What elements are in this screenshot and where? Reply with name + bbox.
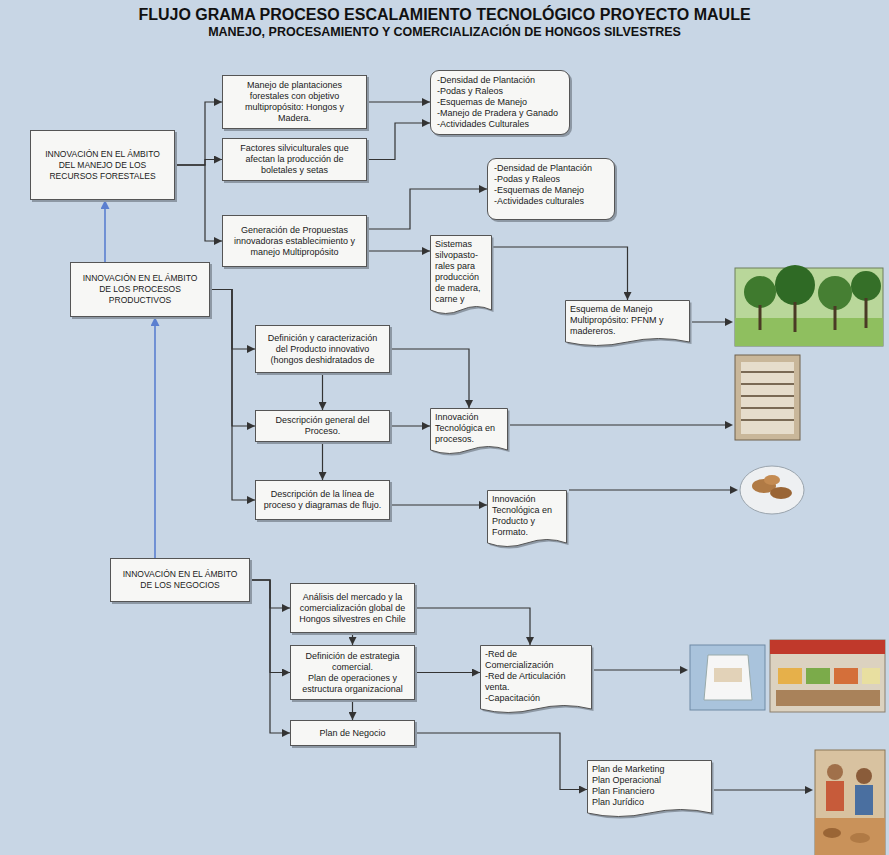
document-shape: Sistemas silvopasto- rales para producci… (430, 235, 492, 316)
process-box: Plan de Negocio (290, 720, 415, 746)
area-box: INNOVACIÓN EN EL ÁMBITO DE LOS PROCESOS … (70, 262, 210, 317)
flow-arrow (352, 700, 353, 720)
flow-arrow (322, 442, 323, 480)
node-text: Factores silviculturales que afectan la … (228, 143, 361, 176)
package-photo (690, 645, 765, 710)
dryer-photo (735, 355, 800, 440)
node-text: Análisis del mercado y la comercializaci… (296, 592, 409, 625)
node-text: -Red de Articulación venta. (485, 671, 587, 693)
node-text: Plan Financiero (592, 786, 707, 797)
document-border (481, 646, 592, 713)
node-text: INNOVACIÓN EN EL ÁMBITO DEL MANEJO DE LO… (36, 149, 169, 182)
node-text: -Actividades culturales (494, 196, 608, 207)
diagram-title: FLUJO GRAMA PROCESO ESCALAMIENTO TECNOLÓ… (0, 5, 889, 24)
node-text: Plan Jurídico (592, 797, 707, 808)
node-text: -Podas y Raleos (437, 86, 563, 97)
node-text: INNOVACIÓN EN EL ÁMBITO DE LOS NEGOCIOS (116, 569, 244, 591)
market-stall-photo (770, 640, 885, 712)
flow-arrow (415, 733, 587, 790)
feedback-arrow (154, 317, 156, 558)
flow-arrow (175, 160, 222, 166)
process-box: Generación de Propuestas innovadoras est… (222, 215, 367, 267)
list-box: -Densidad de Plantación-Podas y Raleos-E… (487, 158, 615, 220)
flow-arrow (175, 102, 222, 165)
process-box: Descripción general del Proceso. (255, 410, 390, 442)
node-text: Plan de Negocio (296, 728, 409, 739)
node-text: Esquema de Manejo Multipropósito: PFNM y… (570, 304, 685, 337)
flow-arrow (352, 633, 353, 645)
process-box: Definición y caracterización del Product… (255, 325, 390, 373)
node-text: -Esquemas de Manejo (437, 97, 563, 108)
list-box: -Densidad de Plantación-Podas y Raleos-E… (430, 70, 570, 135)
node-text: -Densidad de Plantación (437, 75, 563, 86)
document-shape: Innovación Tecnológica en procesos. (430, 408, 508, 456)
node-text: -Manejo de Pradera y Ganado (437, 108, 563, 119)
node-text: -Densidad de Plantación (494, 163, 608, 174)
flow-arrow (390, 349, 469, 408)
node-text: Plan de Marketing (592, 764, 707, 775)
flow-arrow (415, 672, 480, 673)
node-text: Descripción general del Proceso. (261, 415, 384, 437)
node-text: Manejo de plantaciones forestales con ob… (228, 80, 361, 124)
document-border (431, 409, 508, 454)
photo-leader-lines (510, 318, 813, 794)
process-box: Factores silviculturales que afectan la … (222, 138, 367, 181)
node-text: INNOVACIÓN EN EL ÁMBITO DE LOS PROCESOS … (76, 273, 204, 306)
node-text: Sistemas silvopasto- rales para producci… (435, 239, 487, 305)
node-text: -Red de Comercialización (485, 649, 587, 671)
document-border (488, 491, 567, 547)
document-shape: Innovación Tecnológica en Producto y For… (487, 490, 567, 549)
node-text: Descripción de la línea de proceso y dia… (261, 489, 384, 511)
flow-arrow (367, 189, 487, 229)
node-text: Innovación Tecnológica en procesos. (435, 412, 503, 445)
flow-arrow (250, 580, 290, 733)
flow-arrow (390, 504, 487, 505)
document-border (431, 236, 492, 314)
flow-arrow (367, 123, 430, 160)
document-shape: -Red de Comercialización-Red de Articula… (480, 645, 592, 715)
forest-photo (735, 265, 883, 346)
flow-arrow (492, 247, 628, 300)
process-box: Manejo de plantaciones forestales con ob… (222, 75, 367, 129)
node-text: Plan Operacional (592, 775, 707, 786)
mushroom-plate-photo (740, 466, 804, 514)
market-people-photo (815, 750, 885, 855)
process-box: Análisis del mercado y la comercializaci… (290, 583, 415, 633)
node-text: -Esquemas de Manejo (494, 185, 608, 196)
node-text: Plan de operaciones y estructura organiz… (296, 673, 409, 695)
feedback-arrow (104, 200, 106, 262)
document-shape: Plan de MarketingPlan OperacionalPlan Fi… (587, 760, 712, 819)
node-text: Generación de Propuestas innovadoras est… (228, 225, 361, 258)
flow-arrow (390, 425, 430, 426)
flow-arrow (367, 101, 430, 102)
flow-arrow (415, 608, 530, 645)
diagram-subtitle: MANEJO, PROCESAMIENTO Y COMERCIALIZACIÓN… (0, 25, 889, 40)
node-text: -Podas y Raleos (494, 174, 608, 185)
node-text: Innovación Tecnológica en Producto y For… (492, 494, 562, 538)
area-box: INNOVACIÓN EN EL ÁMBITO DE LOS NEGOCIOS (110, 558, 250, 602)
process-box: Definición de estrategia comercial.Plan … (290, 645, 415, 700)
flow-arrow (322, 373, 323, 410)
node-text: -Actividades Culturales (437, 119, 563, 130)
process-box: Descripción de la línea de proceso y dia… (255, 480, 390, 520)
node-text: -Capacitación (485, 693, 587, 704)
document-border (588, 761, 712, 817)
flow-arrow (367, 250, 430, 251)
flow-arrow (175, 165, 222, 241)
node-text: Definición y caracterización del Product… (261, 333, 384, 366)
node-text: Definición de estrategia comercial. (296, 651, 409, 673)
flow-arrow (210, 290, 255, 501)
document-border (566, 301, 690, 346)
area-box: INNOVACIÓN EN EL ÁMBITO DEL MANEJO DE LO… (30, 130, 175, 200)
document-shape: Esquema de Manejo Multipropósito: PFNM y… (565, 300, 690, 348)
